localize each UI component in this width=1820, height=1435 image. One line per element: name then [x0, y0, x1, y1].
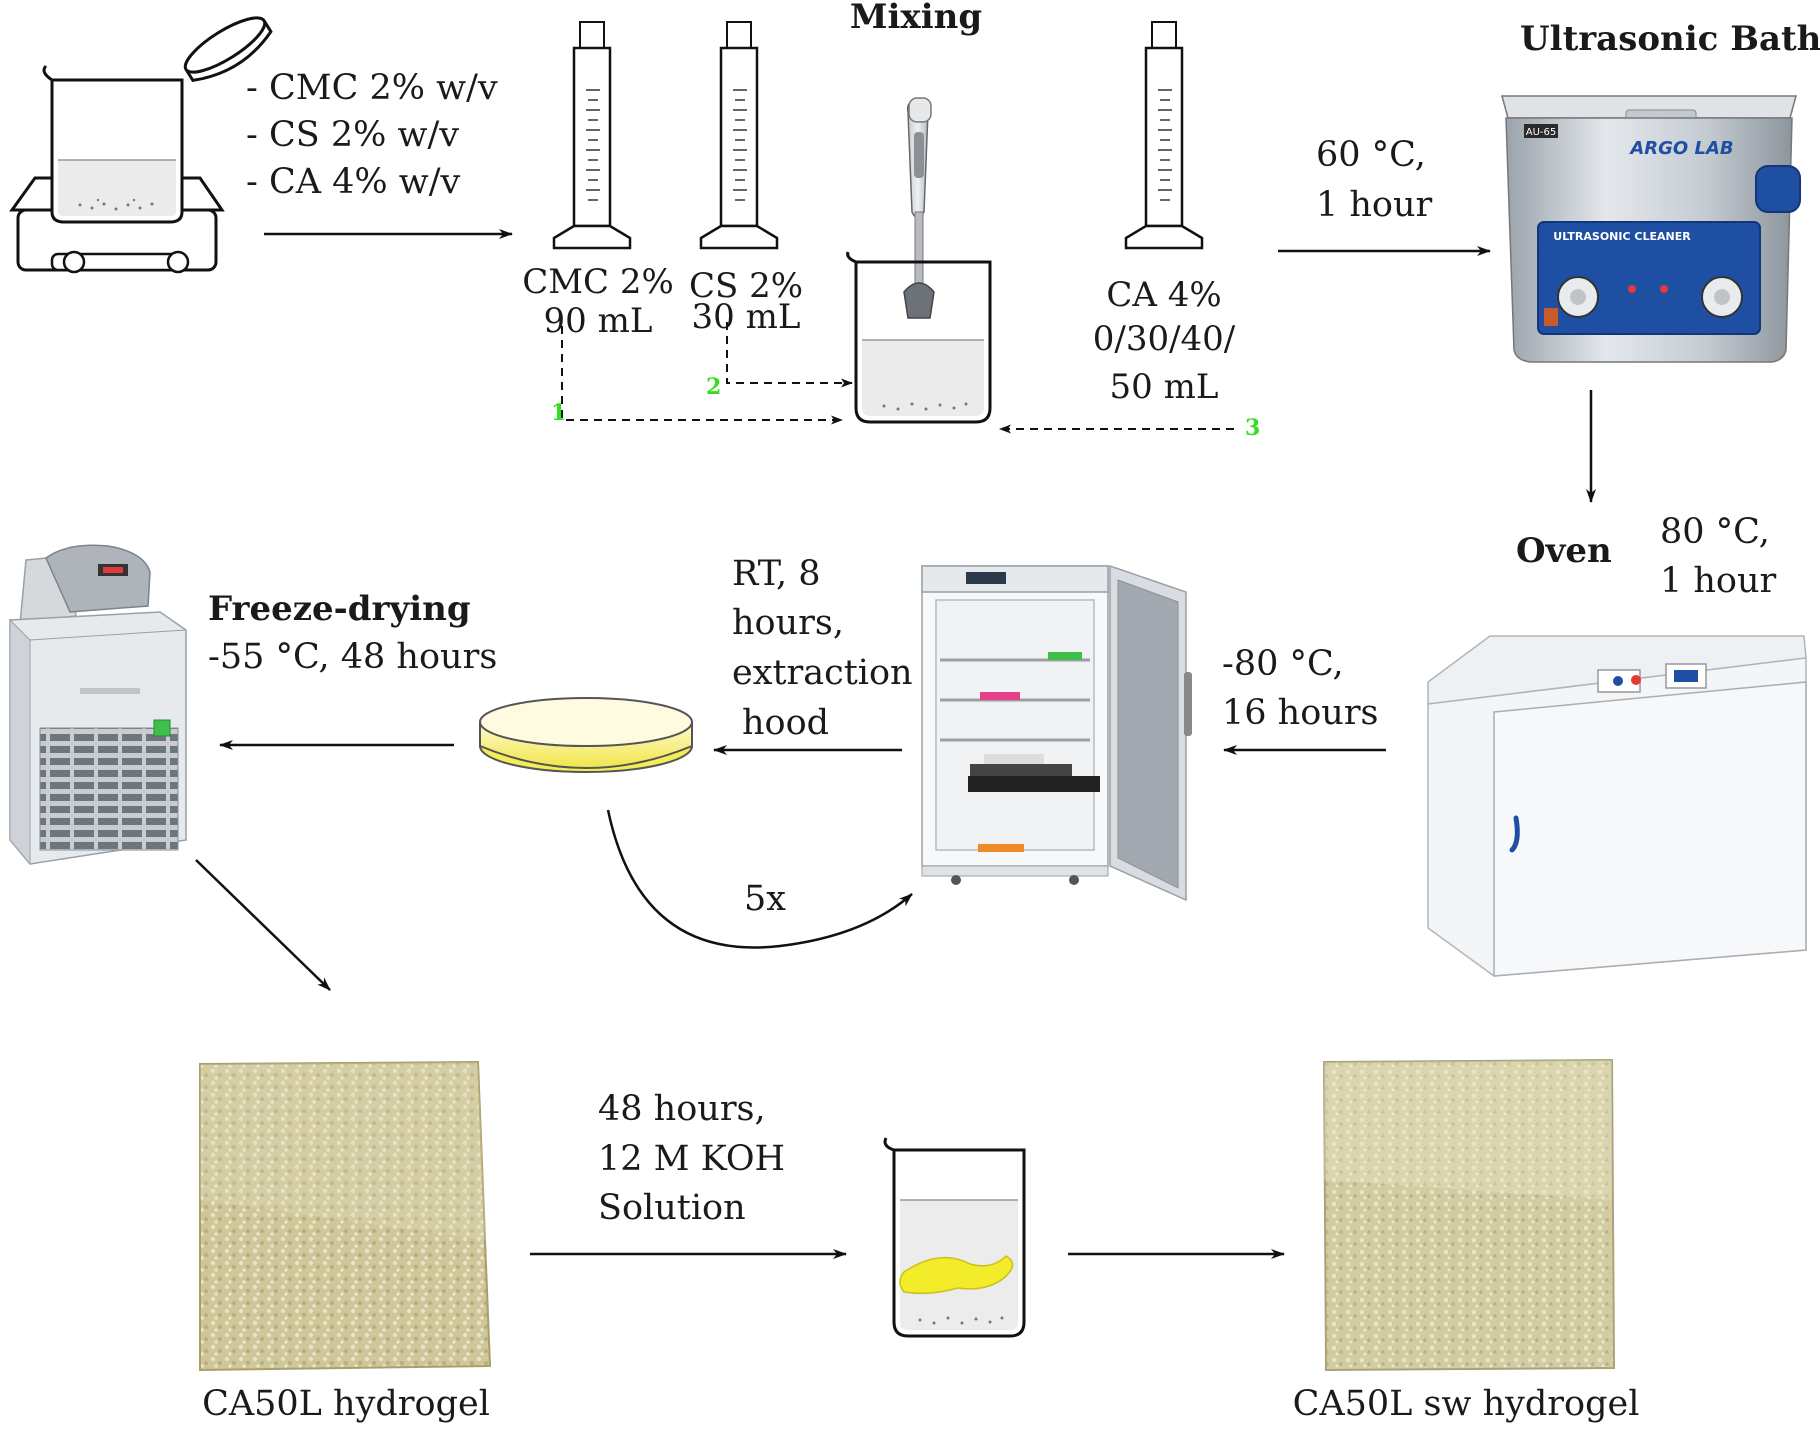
- koh-solution: Solution: [598, 1188, 746, 1228]
- arrow-to-hydrogel: [195, 859, 331, 991]
- freeze-drying-title: Freeze-drying: [208, 589, 471, 629]
- lab-freezer-icon: [921, 564, 1192, 902]
- petri-dish-gel-icon: [479, 697, 693, 773]
- oven-time: 1 hour: [1660, 561, 1777, 601]
- swollen-hydrogel-photo: [1322, 1058, 1616, 1372]
- ultrasonic-title: Ultrasonic Bath: [1520, 19, 1820, 59]
- addition-order-arrows: [561, 322, 1234, 434]
- order-number-1: 1: [551, 400, 566, 426]
- cylinder-cs-volume: 30 mL: [692, 297, 801, 337]
- hydrogel-photo: [199, 1060, 492, 1372]
- oven-temp: 80 °C,: [1660, 512, 1770, 552]
- ultrasonic-brand-label: ARGO LAB: [1628, 138, 1733, 159]
- koh-time: 48 hours,: [598, 1089, 766, 1129]
- cylinder-cmc-label: CMC 2%: [522, 262, 674, 302]
- repeat-cycle-arrow: [606, 809, 913, 949]
- swollen-hydrogel-label: CA50L sw hydrogel: [1293, 1384, 1640, 1424]
- hood-time: hours,: [732, 603, 844, 643]
- graduated-cylinder-ca-icon: [1124, 21, 1204, 250]
- reagent-cmc-label: - CMC 2% w/v: [246, 68, 498, 108]
- ultrasonic-panel-label: ULTRASONIC CLEANER: [1553, 230, 1691, 243]
- freezer-time: 16 hours: [1222, 693, 1379, 733]
- oven-title: Oven: [1516, 531, 1612, 571]
- koh-beaker-icon: [883, 1137, 1026, 1338]
- cylinder-cmc-volume: 90 mL: [544, 301, 653, 341]
- mixing-title: Mixing: [850, 0, 982, 37]
- hood-location-2: hood: [742, 703, 829, 743]
- graduated-cylinder-cmc-icon: [552, 21, 632, 250]
- graduated-cylinder-cs-icon: [699, 21, 779, 250]
- cylinder-ca-label: CA 4%: [1106, 275, 1221, 315]
- ultrasonic-model-label: AU-65: [1526, 127, 1557, 138]
- order-number-3: 3: [1245, 415, 1260, 441]
- freeze-drying-conditions: -55 °C, 48 hours: [208, 637, 497, 677]
- drying-oven-icon: [1427, 635, 1807, 977]
- hand-blender-beaker-icon: [846, 97, 992, 424]
- reagent-ca-label: - CA 4% w/v: [246, 162, 461, 202]
- hood-temp: RT, 8: [732, 554, 820, 594]
- reagent-cs-label: - CS 2% w/v: [246, 115, 459, 155]
- cylinder-cs-label: CS 2%: [689, 266, 803, 306]
- hood-location-1: extraction: [732, 653, 913, 693]
- freeze-dryer-icon: [9, 544, 187, 866]
- repeat-count: 5x: [744, 879, 786, 919]
- cylinder-ca-volume-unit: 50 mL: [1110, 367, 1219, 407]
- hotplate-beaker-icon: [9, 16, 273, 274]
- ultrasonic-bath-icon: AU-65 ARGO LAB ULTRASONIC CLEANER: [1501, 95, 1801, 363]
- freezer-temp: -80 °C,: [1222, 644, 1344, 684]
- cylinder-ca-volume-options: 0/30/40/: [1093, 319, 1236, 359]
- order-number-2: 2: [706, 374, 721, 400]
- hydrogel-label: CA50L hydrogel: [202, 1384, 490, 1424]
- ultrasonic-time: 1 hour: [1316, 185, 1433, 225]
- koh-concentration: 12 M KOH: [598, 1139, 785, 1179]
- ultrasonic-temp: 60 °C,: [1316, 135, 1426, 175]
